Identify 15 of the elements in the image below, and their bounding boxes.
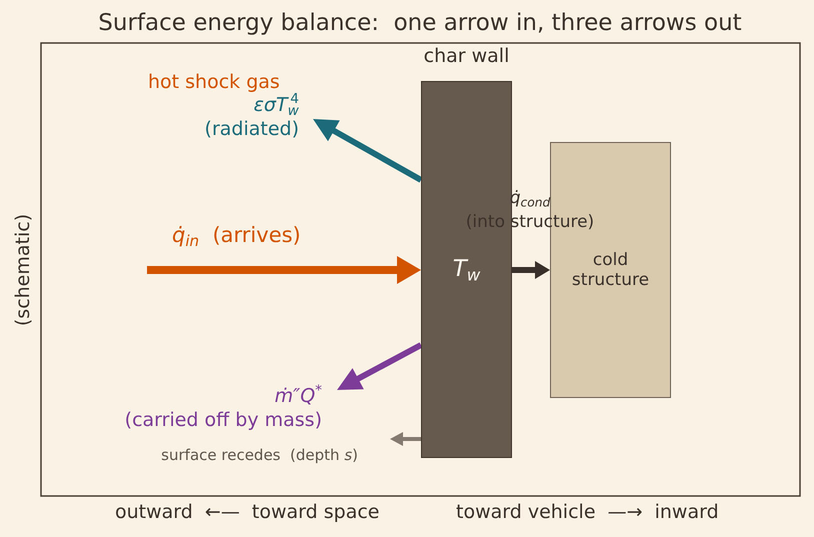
direction-note: toward vehicle —→ inward bbox=[456, 501, 719, 525]
region-label: hot shock gas bbox=[148, 71, 280, 95]
diagram-title: Surface energy balance: one arrow in, three arrows out bbox=[97, 9, 743, 38]
arrow bbox=[336, 342, 422, 393]
edge-label: q̇$_{in}$ (arrives) bbox=[172, 222, 301, 248]
arrow bbox=[147, 256, 421, 284]
arrow bbox=[512, 261, 550, 279]
node-heading: char wall bbox=[422, 45, 510, 69]
direction-note: outward ←— toward space bbox=[115, 501, 380, 525]
side-note: (schematic) bbox=[12, 214, 36, 326]
edge-label: ṁ″Q$^{*}$ (carried off by mass) bbox=[124, 385, 322, 432]
edge-label: surface recedes (depth s) bbox=[161, 446, 358, 465]
arrow bbox=[312, 116, 422, 183]
temperature-label: T$_{w}$ bbox=[452, 256, 480, 284]
arrow bbox=[390, 432, 421, 446]
